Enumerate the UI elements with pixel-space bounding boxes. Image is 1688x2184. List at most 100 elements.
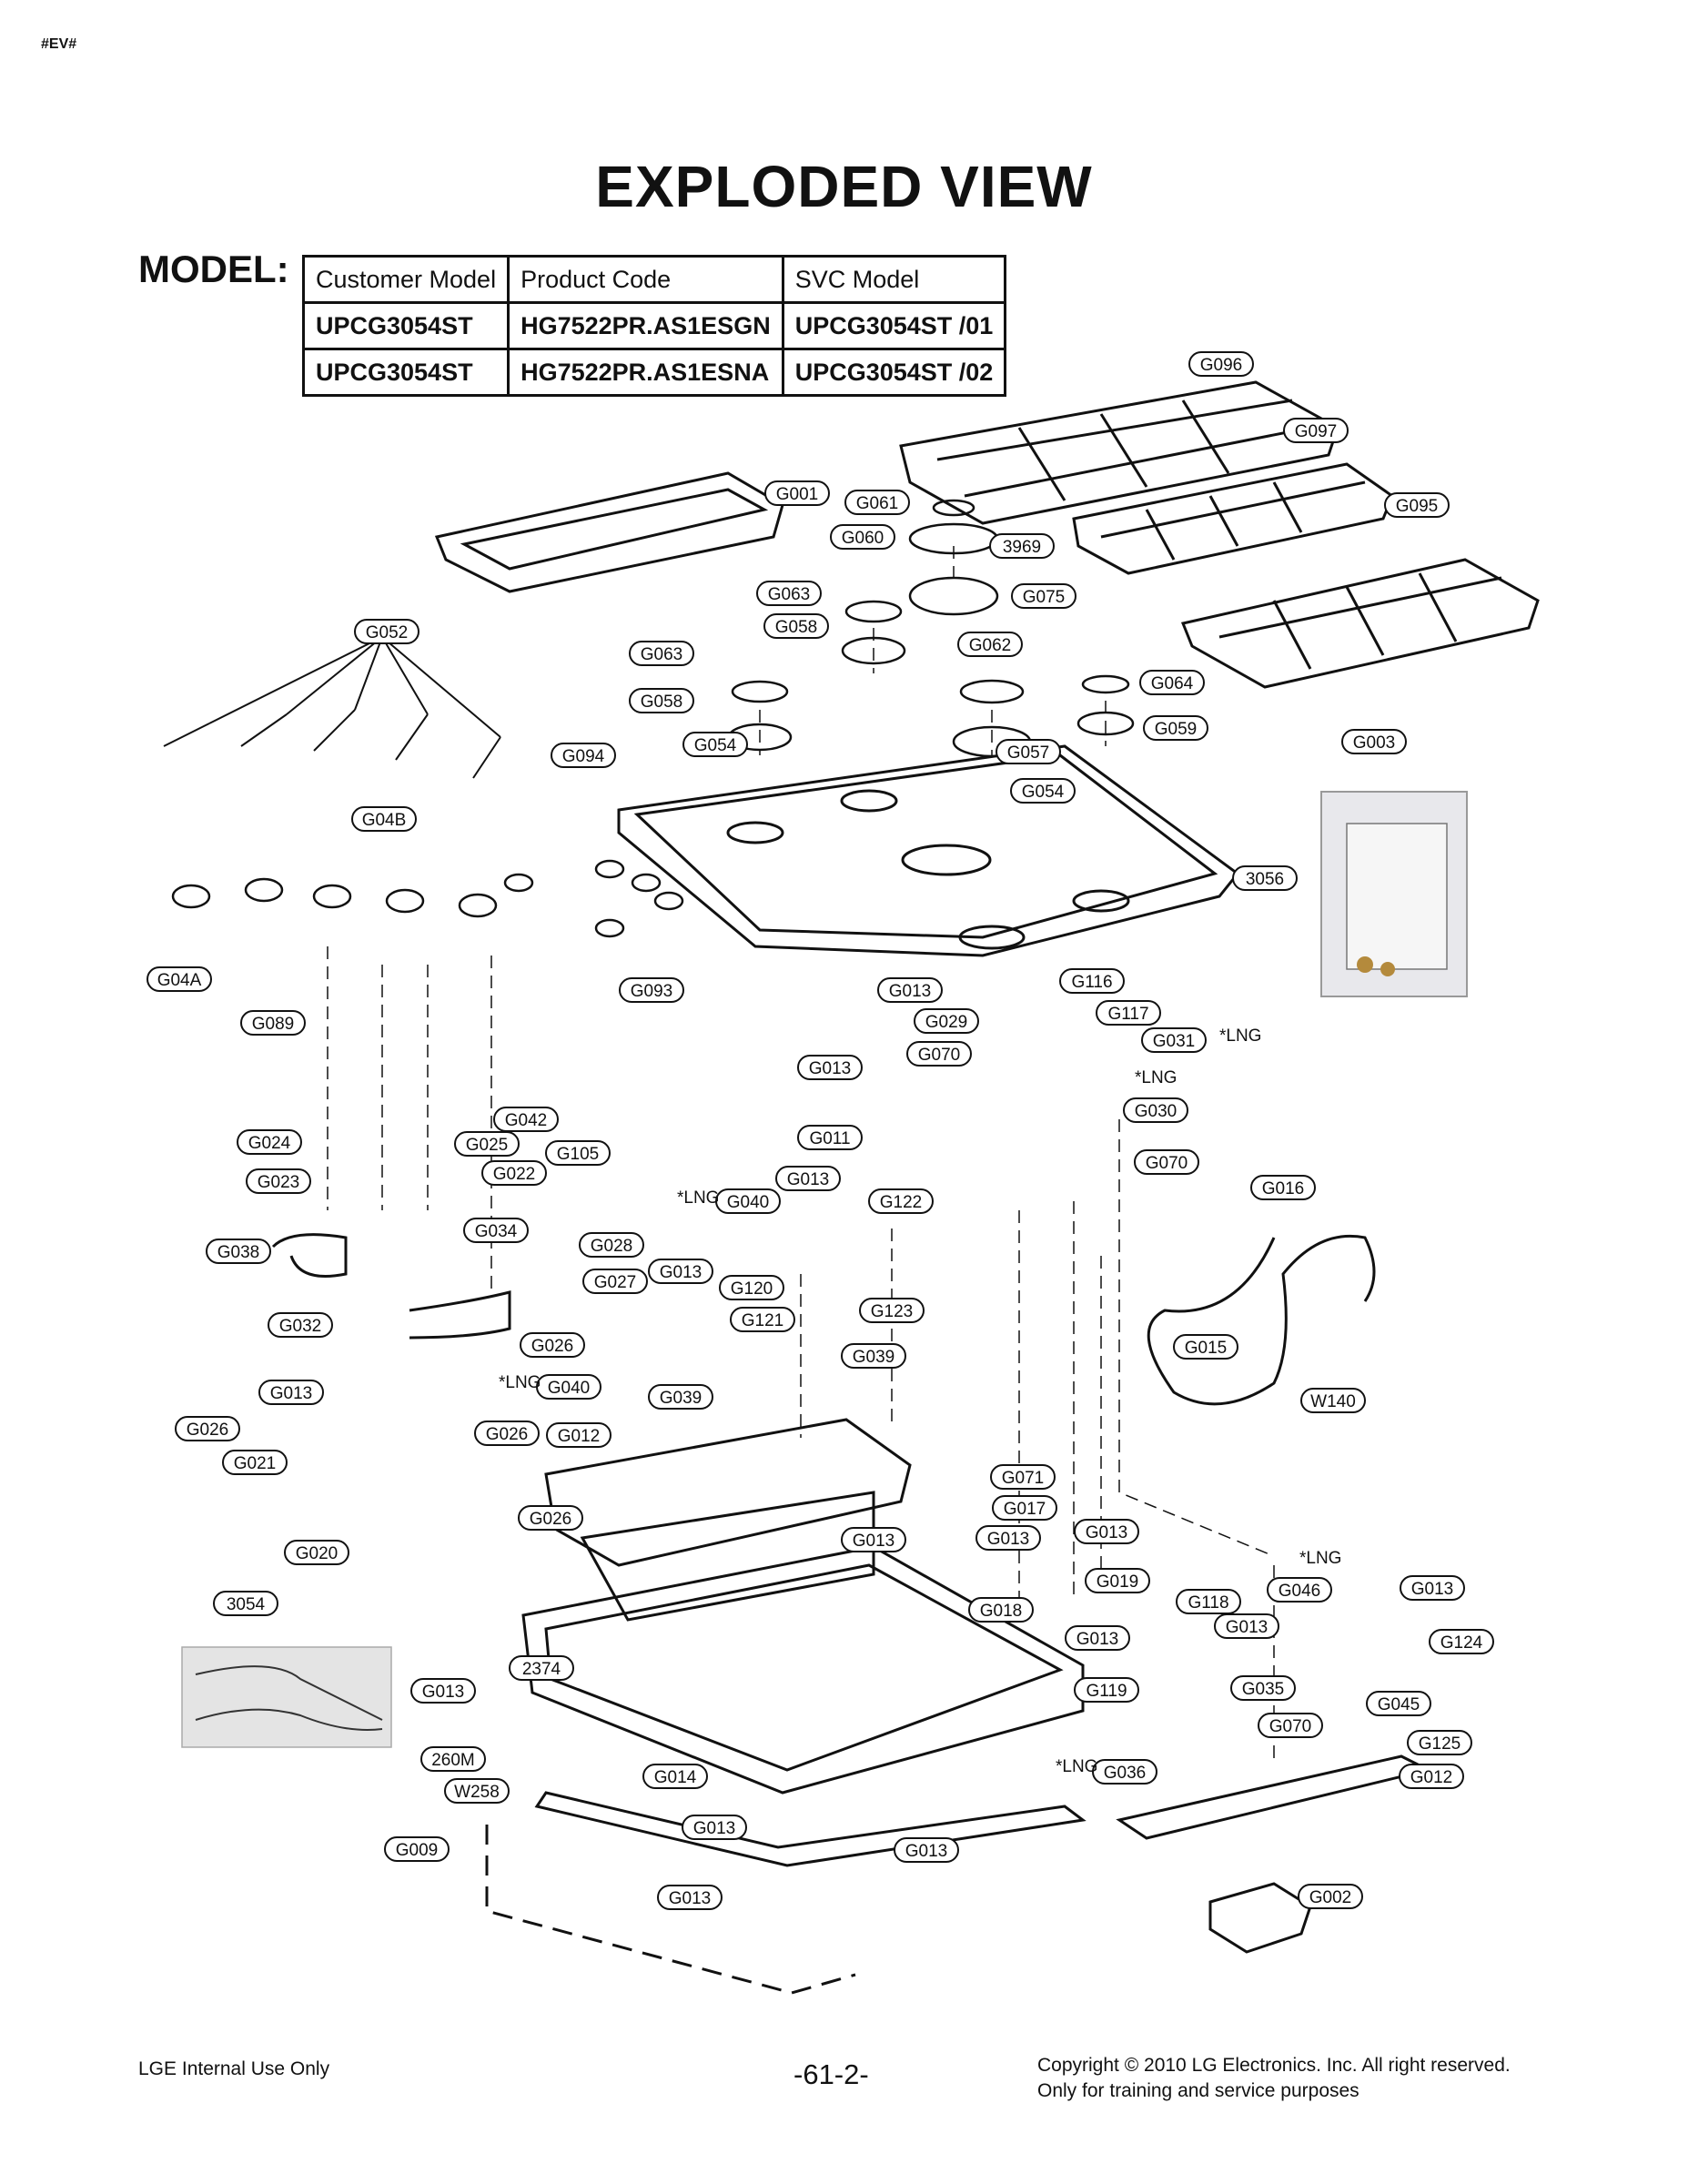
- part-callout: G058: [629, 688, 694, 713]
- part-callout: G097: [1283, 418, 1349, 443]
- part-callout: G063: [756, 581, 822, 606]
- part-callout: G013: [1065, 1625, 1130, 1651]
- part-callout: G093: [619, 977, 684, 1003]
- part-number-label: G013: [1411, 1580, 1453, 1599]
- part-callout-bubble: [642, 1764, 708, 1789]
- part-callout-bubble: [1250, 1175, 1316, 1200]
- part-callout-bubble: [648, 1259, 713, 1284]
- part-callout: G045: [1366, 1691, 1431, 1716]
- part-number-label: G058: [641, 693, 682, 712]
- part-number-label: G124: [1440, 1633, 1483, 1653]
- part-number-label: G024: [248, 1134, 291, 1153]
- part-number-label: G015: [1185, 1339, 1227, 1358]
- part-callout-bubble: [509, 1655, 574, 1681]
- part-callout-bubble: [518, 1505, 583, 1531]
- part-number-label: G020: [296, 1544, 338, 1563]
- part-number-label: G013: [787, 1170, 829, 1189]
- table-cell: UPCG3054ST: [301, 348, 510, 397]
- part-callout-bubble: [682, 732, 748, 757]
- part-callout: G020: [284, 1540, 349, 1565]
- table-cell: UPCG3054ST /02: [781, 348, 1007, 397]
- footer-copyright-line2: Only for training and service purposes: [1037, 2080, 1359, 2101]
- part-number-label: 3054: [227, 1595, 266, 1614]
- part-number-label: G095: [1396, 497, 1438, 516]
- part-callout: G119: [1074, 1677, 1139, 1703]
- part-callout: G013: [841, 1527, 906, 1552]
- part-number-label: G057: [1007, 743, 1049, 763]
- part-number-label: G035: [1242, 1680, 1284, 1699]
- part-number-label: 260M: [431, 1751, 475, 1770]
- part-callout-bubble: [957, 632, 1023, 657]
- part-callout-bubble: [657, 1885, 723, 1910]
- part-number-label: G013: [270, 1384, 312, 1403]
- part-number-label: G040: [548, 1379, 590, 1398]
- part-callout: G04A: [147, 966, 212, 992]
- part-callout-bubble: [868, 1188, 934, 1214]
- part-callout-bubble: [989, 533, 1055, 559]
- part-callout-bubble: [682, 1815, 747, 1840]
- part-callout: G026: [518, 1505, 583, 1531]
- part-number-label: G097: [1295, 422, 1337, 441]
- part-callout: G122: [868, 1188, 934, 1214]
- part-callout: G027: [582, 1269, 648, 1294]
- part-callout: G040: [536, 1374, 601, 1400]
- part-callout: G013: [657, 1885, 723, 1910]
- part-callout: G017: [992, 1495, 1057, 1521]
- part-callout: G013: [648, 1259, 713, 1284]
- part-callout: G013: [775, 1166, 841, 1191]
- part-callout-bubble: [1011, 583, 1076, 609]
- part-callout-bubble: [1384, 492, 1450, 518]
- part-number-label: G013: [987, 1530, 1029, 1549]
- part-number-label: 3056: [1246, 870, 1284, 889]
- part-number-label: G026: [486, 1425, 528, 1444]
- part-number-label: G026: [187, 1421, 228, 1440]
- part-number-label: G094: [562, 747, 605, 766]
- part-number-label: G075: [1023, 588, 1065, 607]
- part-callout: W140: [1300, 1388, 1366, 1413]
- part-callout: G021: [222, 1450, 288, 1475]
- grate-g095-bars: [1218, 572, 1502, 670]
- part-number-label: G016: [1262, 1179, 1304, 1198]
- part-callout: G046: [1267, 1577, 1332, 1603]
- part-callout-bubble: [1059, 968, 1125, 994]
- part-callout-bubble: [996, 739, 1061, 764]
- part-callout-bubble: [351, 806, 417, 832]
- part-callout-bubble: [420, 1746, 486, 1772]
- part-callout-bubble: [715, 1188, 781, 1214]
- part-callout: G022: [481, 1160, 547, 1186]
- part-callout: G040: [715, 1188, 781, 1214]
- gasket-g009: [534, 1791, 1087, 1867]
- part-callout-bubble: [493, 1107, 559, 1132]
- part-callout: G060: [830, 524, 895, 550]
- part-callout-bubble: [384, 1836, 450, 1862]
- lng-note: *LNG: [499, 1373, 541, 1392]
- gas-pipe-left: [271, 1233, 511, 1340]
- part-callout: G013: [1400, 1575, 1465, 1601]
- part-number-label: G019: [1097, 1572, 1138, 1592]
- part-callout: G042: [493, 1107, 559, 1132]
- part-callout-bubble: [463, 1218, 529, 1243]
- part-callout-bubble: [1232, 865, 1298, 891]
- footer-copyright-line1: Copyright © 2010 LG Electronics. Inc. Al…: [1037, 2055, 1511, 2076]
- part-callout: G013: [975, 1525, 1041, 1551]
- part-callout-bubble: [536, 1374, 601, 1400]
- part-callout-bubble: [841, 1343, 906, 1369]
- part-number-label: G118: [1188, 1593, 1228, 1613]
- part-callout-bubble: [545, 1140, 611, 1166]
- igniter-harness: [163, 636, 501, 779]
- part-callout: G026: [175, 1416, 240, 1441]
- part-callout: G117: [1096, 1000, 1161, 1026]
- part-callout-bubble: [268, 1312, 333, 1338]
- power-cord-g016: [1147, 1234, 1376, 1406]
- col-product-code: Product Code: [507, 255, 784, 304]
- part-number-label: G054: [1022, 783, 1065, 802]
- part-callout: G026: [520, 1332, 585, 1358]
- part-callout-bubble: [629, 688, 694, 713]
- part-callout: G030: [1123, 1097, 1188, 1123]
- cooktop-3056: [617, 744, 1240, 957]
- part-callout-bubble: [975, 1525, 1041, 1551]
- part-number-label: G063: [641, 645, 682, 664]
- part-number-label: G054: [694, 736, 737, 755]
- part-callout: G013: [894, 1837, 959, 1863]
